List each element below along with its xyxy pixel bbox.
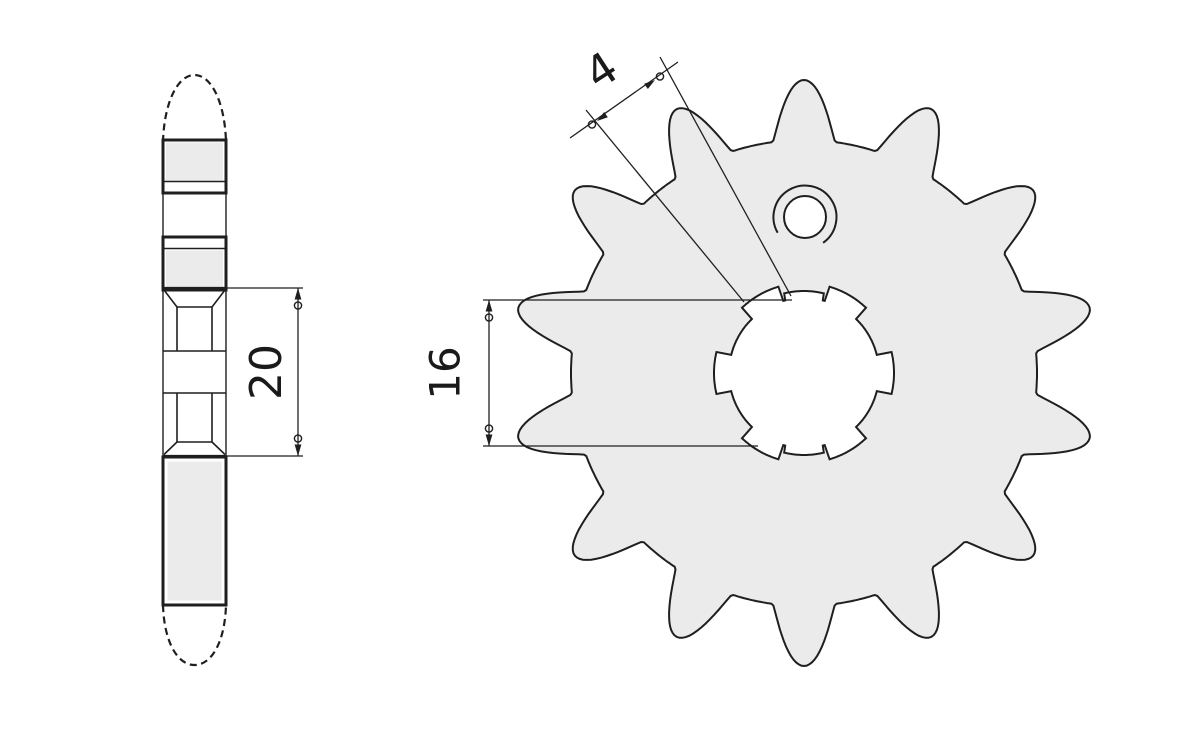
dim20-label: 20 — [241, 344, 292, 400]
dim4-hook-right — [655, 72, 665, 81]
dim4-hook-left — [587, 120, 597, 129]
side-band-upper-1-fill — [166, 142, 223, 181]
dim20-hook-top — [293, 301, 303, 310]
dimension-20: 20 — [163, 287, 303, 457]
dim20-hook-bottom — [293, 434, 303, 443]
dim4-ext-b — [659, 56, 792, 297]
dim16-arrow-down — [485, 434, 493, 446]
side-band-lower-fill — [167, 461, 222, 601]
dim20-arrow-up — [294, 288, 302, 300]
dim16-hook-top — [484, 313, 494, 322]
dim16-hook-bottom — [484, 424, 494, 433]
side-tooth-dome-top — [161, 73, 228, 143]
dim16-label: 16 — [421, 346, 470, 399]
dimension-16: 16 — [421, 299, 792, 447]
side-hub-section — [163, 286, 226, 458]
splined-bore-outline — [713, 285, 895, 461]
relief-hole-counterbore-arc — [772, 184, 838, 244]
side-tooth-dome-bottom — [161, 604, 228, 667]
dim4-arrow-right — [644, 80, 655, 89]
side-band-upper-2-fill — [166, 250, 223, 289]
dim4-ext-a — [585, 109, 745, 303]
dim4-label: 4 — [576, 42, 627, 100]
dim16-arrow-up — [485, 300, 493, 312]
side-view — [161, 73, 228, 667]
dim4-arrow-left — [597, 112, 608, 121]
front-view — [517, 78, 1091, 668]
relief-hole — [783, 195, 827, 239]
dim20-arrow-down — [294, 444, 302, 456]
